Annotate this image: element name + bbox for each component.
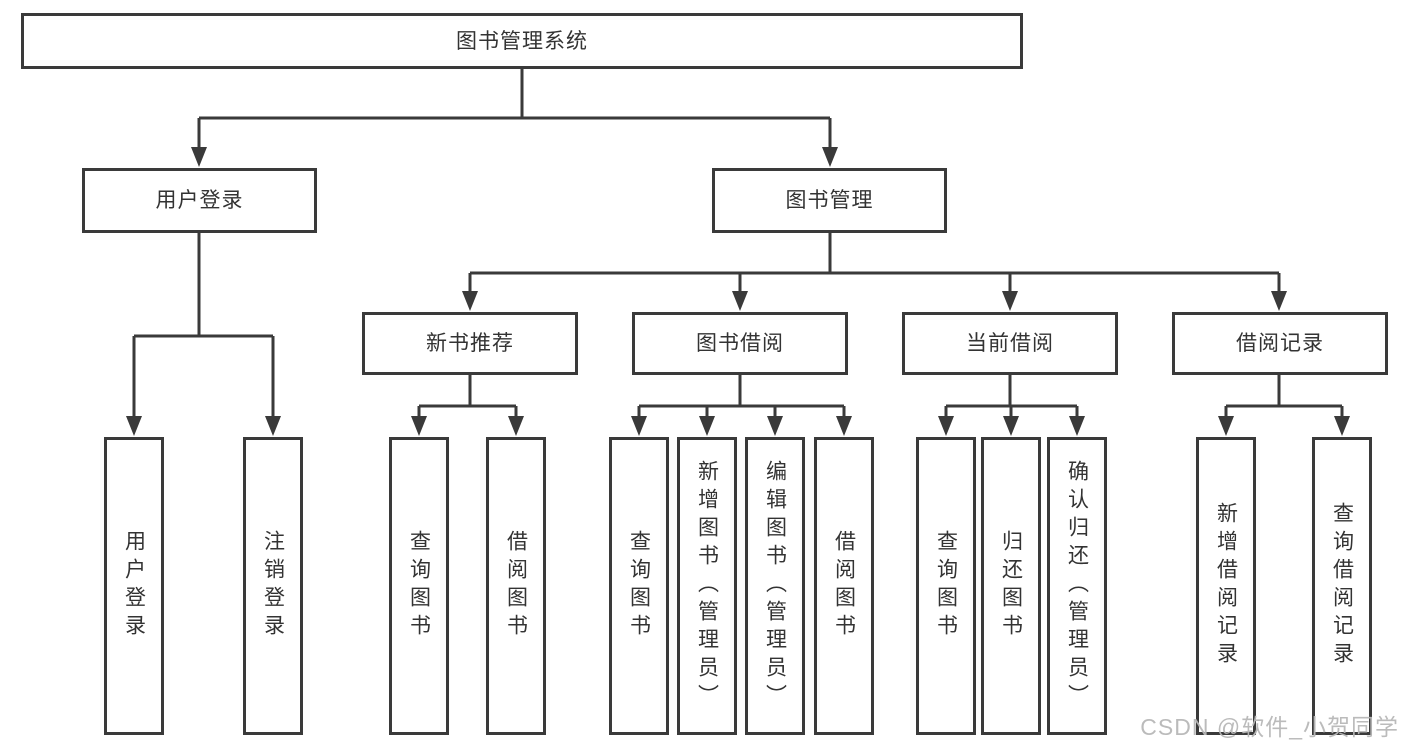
node-book-management: 图书管理 bbox=[712, 168, 947, 233]
arrow-leaf-recommend-2 bbox=[508, 416, 524, 436]
arrow-to-book-borrowing bbox=[732, 291, 748, 311]
node-book-borrowing: 图书借阅 bbox=[632, 312, 848, 375]
arrow-to-borrow-records bbox=[1271, 291, 1287, 311]
connector-book-management-branch bbox=[468, 233, 1281, 293]
connector-recommend-branch bbox=[417, 375, 518, 418]
arrow-to-current-borrowing bbox=[1002, 291, 1018, 311]
node-library-system: 图书管理系统 bbox=[21, 13, 1023, 69]
leaf-current-confirm-return-admin: 确认归还（管理员） bbox=[1047, 437, 1107, 735]
arrow-leaf-records-1 bbox=[1218, 416, 1234, 436]
arrow-leaf-current-2 bbox=[1003, 416, 1019, 436]
arrow-leaf-records-2 bbox=[1334, 416, 1350, 436]
arrow-leaf-borrowing-3 bbox=[767, 416, 783, 436]
arrowheads bbox=[126, 147, 1350, 436]
arrow-leaf-borrowing-1 bbox=[631, 416, 647, 436]
leaf-login-logout: 注销登录 bbox=[243, 437, 303, 735]
connector-root-to-level2 bbox=[197, 69, 832, 149]
arrow-leaf-login-2 bbox=[265, 416, 281, 436]
connector-current-branch bbox=[944, 375, 1079, 418]
arrow-leaf-current-3 bbox=[1069, 416, 1085, 436]
arrow-leaf-borrowing-2 bbox=[699, 416, 715, 436]
leaf-recommend-query-books: 查询图书 bbox=[389, 437, 449, 735]
node-current-borrowing: 当前借阅 bbox=[902, 312, 1118, 375]
csdn-watermark: CSDN @软件_小贺同学 bbox=[1140, 714, 1399, 740]
arrow-leaf-borrowing-4 bbox=[836, 416, 852, 436]
leaf-current-query-books: 查询图书 bbox=[916, 437, 976, 735]
node-user-login: 用户登录 bbox=[82, 168, 317, 233]
arrow-leaf-current-1 bbox=[938, 416, 954, 436]
leaf-current-return-books: 归还图书 bbox=[981, 437, 1041, 735]
arrow-to-new-book-recommend bbox=[462, 291, 478, 311]
arrow-leaf-recommend-1 bbox=[411, 416, 427, 436]
connector-user-login-branch bbox=[132, 233, 275, 418]
arrow-to-user-login bbox=[191, 147, 207, 167]
leaf-records-query-borrow-record: 查询借阅记录 bbox=[1312, 437, 1372, 735]
connector-borrowing-branch bbox=[637, 375, 846, 418]
connector-records-branch bbox=[1224, 375, 1344, 418]
arrow-to-book-management bbox=[822, 147, 838, 167]
leaf-borrowing-query-books: 查询图书 bbox=[609, 437, 669, 735]
leaf-records-add-borrow-record: 新增借阅记录 bbox=[1196, 437, 1256, 735]
leaf-borrowing-borrow-books: 借阅图书 bbox=[814, 437, 874, 735]
node-borrow-records: 借阅记录 bbox=[1172, 312, 1388, 375]
leaf-recommend-borrow-books: 借阅图书 bbox=[486, 437, 546, 735]
leaf-borrowing-add-book-admin: 新增图书（管理员） bbox=[677, 437, 737, 735]
node-new-book-recommend: 新书推荐 bbox=[362, 312, 578, 375]
leaf-login-user-login: 用户登录 bbox=[104, 437, 164, 735]
arrow-leaf-login-1 bbox=[126, 416, 142, 436]
leaf-borrowing-edit-book-admin: 编辑图书（管理员） bbox=[745, 437, 805, 735]
